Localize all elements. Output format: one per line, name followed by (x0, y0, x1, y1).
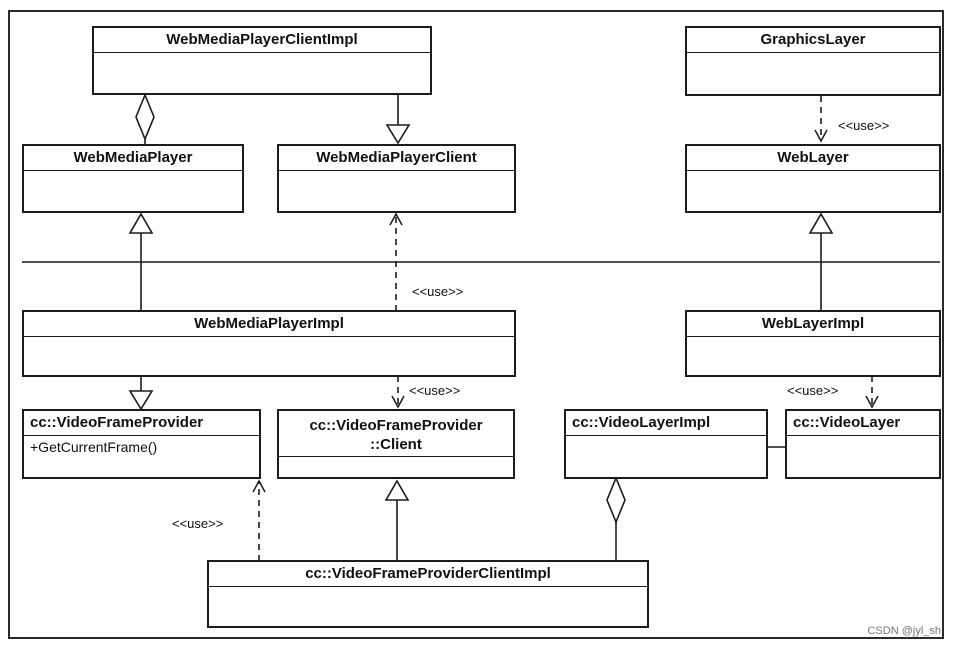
class-body (94, 53, 430, 93)
class-webmediaplayerclient: WebMediaPlayerClient (277, 144, 516, 213)
class-videolayerimpl: cc::VideoLayerImpl (564, 409, 768, 479)
class-name: cc::VideoLayerImpl (566, 411, 766, 436)
class-webmediaplayerimpl: WebMediaPlayerImpl (22, 310, 516, 377)
class-body (687, 337, 939, 375)
class-body: +GetCurrentFrame() (24, 436, 259, 477)
class-name: WebMediaPlayerImpl (24, 312, 514, 337)
class-name: cc::VideoFrameProvider (24, 411, 259, 436)
class-name: cc::VideoLayer (787, 411, 939, 436)
class-weblayer: WebLayer (685, 144, 941, 213)
class-name: WebLayerImpl (687, 312, 939, 337)
class-name: WebMediaPlayerClientImpl (94, 28, 430, 53)
class-webmediaplayerclientimpl: WebMediaPlayerClientImpl (92, 26, 432, 95)
class-name: WebLayer (687, 146, 939, 171)
class-weblayerimpl: WebLayerImpl (685, 310, 941, 377)
class-name: WebMediaPlayerClient (279, 146, 514, 171)
aggregation-diamond-videolayerimpl (606, 475, 626, 525)
realization-triangle-wmpc (385, 124, 411, 145)
generalization-triangle-wmp (128, 212, 154, 234)
class-name: cc::VideoFrameProvider ::Client (279, 411, 513, 457)
class-body (24, 171, 242, 211)
class-webmediaplayer: WebMediaPlayer (22, 144, 244, 213)
class-body (566, 436, 766, 477)
diagram-frame (8, 10, 944, 639)
class-body (687, 53, 939, 94)
class-graphicslayer: GraphicsLayer (685, 26, 941, 96)
method-getcurrentframe: +GetCurrentFrame() (30, 439, 158, 455)
class-name: cc::VideoFrameProviderClientImpl (209, 562, 647, 587)
use-label-clientimpl-vfp: <<use>> (172, 516, 224, 531)
class-body (279, 171, 514, 211)
class-body (787, 436, 939, 477)
class-name: WebMediaPlayer (24, 146, 242, 171)
class-videoframeprovider: cc::VideoFrameProvider +GetCurrentFrame(… (22, 409, 261, 479)
aggregation-diamond-wmpci (135, 92, 155, 142)
realization-triangle-vfp (128, 390, 154, 411)
class-body (687, 171, 939, 211)
realization-triangle-vfpclient (384, 479, 410, 501)
use-label-wmpimpl-wmpc: <<use>> (412, 284, 464, 299)
use-label-graphics-weblayer: <<use>> (838, 118, 890, 133)
class-name: GraphicsLayer (687, 28, 939, 53)
generalization-triangle-weblayer (808, 212, 834, 234)
class-body (279, 457, 513, 477)
use-label-wmpimpl-vfpclient: <<use>> (409, 383, 461, 398)
class-body (209, 587, 647, 626)
class-videolayer: cc::VideoLayer (785, 409, 941, 479)
watermark-text: CSDN @jyl_sh (867, 625, 941, 637)
class-videoframeprovider-client: cc::VideoFrameProvider ::Client (277, 409, 515, 479)
class-videoframeproviderclientimpl: cc::VideoFrameProviderClientImpl (207, 560, 649, 628)
class-body (24, 337, 514, 375)
use-label-weblayerimpl-videolayer: <<use>> (787, 383, 839, 398)
